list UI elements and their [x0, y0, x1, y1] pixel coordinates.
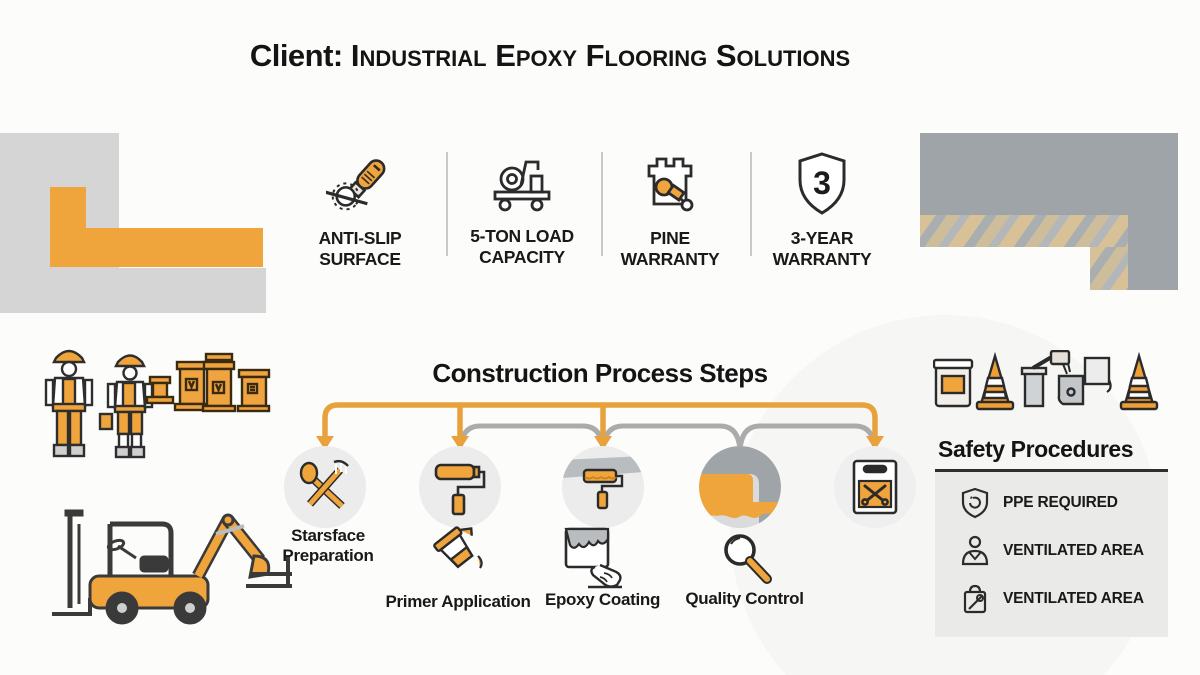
- feature-anti-slip: ANTI-SLIP SURFACE: [280, 152, 440, 269]
- paint-bucket-hand-icon: [564, 527, 622, 589]
- hazard-stripe-band: [920, 215, 1128, 247]
- traffic-cone-icon: [1119, 351, 1159, 411]
- feature-label: ANTI-SLIP SURFACE: [318, 228, 402, 269]
- safety-item-ppe: PPE REQUIRED: [959, 486, 1168, 520]
- feature-label: 3-YEAR WARRANTY: [772, 228, 872, 269]
- orange-l-shape: [50, 228, 263, 267]
- feature-load-capacity: 5-TON LOAD CAPACITY: [442, 152, 602, 267]
- gray-block: [119, 268, 266, 313]
- step-label-3: Epoxy Coating: [544, 590, 661, 609]
- process-connectors: [316, 402, 884, 455]
- feature-label: 5-TON LOAD CAPACITY: [470, 226, 574, 267]
- step-label-2: Primer Application: [385, 592, 531, 611]
- safety-item-ventilated-2: VENTILATED AREA: [959, 582, 1168, 616]
- magnifier-icon: [724, 534, 772, 584]
- floor-roller-icon: [562, 446, 644, 528]
- feature-label: PINE WARRANTY: [620, 228, 720, 269]
- safety-item-label: VENTILATED AREA: [1003, 542, 1144, 559]
- step-circle-final: [834, 446, 916, 528]
- shield-3-icon: 3: [798, 152, 846, 215]
- safety-title: Safety Procedures: [938, 436, 1134, 462]
- traffic-cone-icon: [975, 351, 1015, 411]
- shield-check-icon: [961, 487, 989, 519]
- tool-bag-icon: [852, 459, 898, 515]
- safety-item-label: PPE REQUIRED: [1003, 494, 1118, 511]
- construction-workers-illustration: [44, 349, 154, 459]
- pouring-bucket-icon: [433, 526, 483, 569]
- step-circle-epoxy-coating: [562, 446, 644, 528]
- material-buckets-illustration: [145, 352, 271, 413]
- safety-item-label: VENTILATED AREA: [1003, 590, 1144, 607]
- forklift-excavator-illustration: [52, 509, 292, 625]
- safety-panel: PPE REQUIRED VENTILATED AREA VENTILATED …: [935, 469, 1168, 637]
- gray-block: [1128, 215, 1178, 290]
- gray-block: [920, 133, 1178, 215]
- mixer-tower-icon: [647, 157, 694, 212]
- feature-divider: [750, 152, 752, 256]
- process-title: Construction Process Steps: [432, 358, 768, 388]
- feature-divider: [446, 152, 448, 256]
- safety-item-ventilated: VENTILATED AREA: [959, 534, 1168, 568]
- respirator-bag-icon: [963, 584, 987, 614]
- feature-3-year-warranty: 3 3-YEAR WARRANTY: [742, 150, 902, 269]
- step-label-1: Starsface Preparation: [282, 526, 374, 565]
- safety-equipment-icons: [933, 350, 1159, 411]
- feature-divider: [601, 152, 603, 256]
- hand-truck-icon: [493, 160, 551, 212]
- person-icon: [961, 535, 989, 566]
- svg-text:3: 3: [813, 165, 831, 201]
- page-title: Client: Industrial Epoxy Flooring Soluti…: [0, 38, 1100, 74]
- hazard-stripe-band: [1090, 247, 1128, 290]
- step-label-4: Quality Control: [685, 589, 804, 608]
- step-circle-quality-control: [699, 446, 781, 528]
- angle-grinder-icon: [326, 159, 386, 211]
- client-prefix: Client:: [249, 38, 343, 73]
- coated-floor-icon: [699, 446, 781, 528]
- step-circle-surface-preparation: [284, 446, 366, 528]
- client-name: Industrial Epoxy Flooring Solutions: [350, 38, 851, 73]
- feature-pine-warranty: PINE WARRANTY: [590, 150, 750, 269]
- step-circle-primer-application: [419, 446, 501, 528]
- dispenser-machine-icon: [1020, 350, 1112, 408]
- spoon-fork-icon: [299, 459, 349, 509]
- paint-roller-icon: [434, 463, 486, 516]
